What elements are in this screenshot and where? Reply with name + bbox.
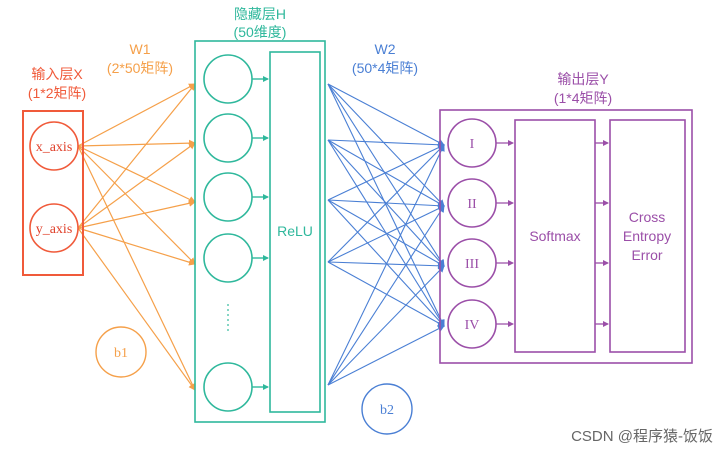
w1-connection [77, 145, 196, 203]
w1-connection [77, 139, 196, 147]
bias1-node [95, 326, 147, 378]
w2-connection [327, 83, 445, 207]
input-layer-title: 输入层X [31, 66, 83, 82]
relu-label: ReLU [277, 223, 313, 239]
output-layer-shape: (1*4矩阵) [554, 90, 612, 106]
output-node-label: I [470, 137, 475, 152]
output-arrows [496, 140, 609, 327]
relu-box [269, 51, 321, 413]
w2-connections [327, 83, 445, 386]
output-layer-box [439, 109, 693, 364]
w2-connection [327, 205, 445, 386]
output-node-label: IV [465, 318, 480, 333]
hidden-nodes [203, 54, 269, 412]
softmax-label: Softmax [529, 228, 580, 244]
hidden-node [203, 172, 253, 222]
hidden-ellipsis [227, 304, 229, 331]
loss-box [609, 119, 686, 353]
w2-connection [327, 205, 445, 263]
loss-label-line3: Error [631, 247, 662, 263]
w2-connection [327, 144, 445, 386]
loss-label-line1: Cross [629, 209, 666, 225]
w2-connection [327, 261, 445, 327]
w2-connection [327, 199, 445, 327]
hidden-node [203, 362, 253, 412]
input-node-x [29, 121, 79, 171]
input-node-y-label: y_axis [36, 222, 73, 237]
output-node-label: III [465, 257, 479, 272]
input-node-x-label: x_axis [36, 140, 73, 155]
hidden-node [203, 54, 253, 104]
w1-connection [77, 145, 196, 265]
w2-connection [327, 139, 445, 149]
hidden-node [203, 113, 253, 163]
bias1-label: b1 [114, 346, 128, 361]
softmax-box [514, 119, 596, 353]
input-node-y [29, 203, 79, 253]
hidden-layer-shape: (50维度) [234, 24, 287, 40]
output-layer-title: 输出层Y [557, 71, 609, 87]
w1-connection [77, 83, 196, 229]
w2-shape: (50*4矩阵) [352, 60, 418, 76]
loss-label-line2: Entropy [623, 228, 671, 244]
w2-connection [327, 144, 445, 263]
output-node-label: II [467, 197, 477, 212]
bias2-node [361, 383, 413, 435]
w1-connection [77, 227, 196, 391]
w1-shape: (2*50矩阵) [107, 60, 173, 76]
hidden-node [203, 233, 253, 283]
w1-connection [77, 227, 196, 266]
watermark: CSDN @程序猿-饭饭 [571, 428, 713, 445]
w2-connection [327, 199, 445, 267]
w2-connection [327, 83, 445, 146]
bias2-label: b2 [380, 403, 394, 418]
w1-connection [77, 145, 196, 391]
w2-connection [327, 83, 445, 267]
w2-title: W2 [375, 41, 396, 57]
input-layer-shape: (1*2矩阵) [28, 85, 86, 101]
w2-connection [327, 144, 445, 201]
w1-connection [77, 83, 196, 147]
w1-connection [77, 142, 196, 229]
input-layer-box [22, 110, 84, 276]
w1-title: W1 [130, 41, 151, 57]
w2-connection [327, 265, 445, 386]
w1-connection [77, 199, 196, 229]
hidden-layer-box [194, 40, 326, 423]
w1-connections [77, 83, 196, 391]
w2-connection [327, 325, 445, 386]
hidden-layer-title: 隐藏层H [234, 6, 286, 22]
